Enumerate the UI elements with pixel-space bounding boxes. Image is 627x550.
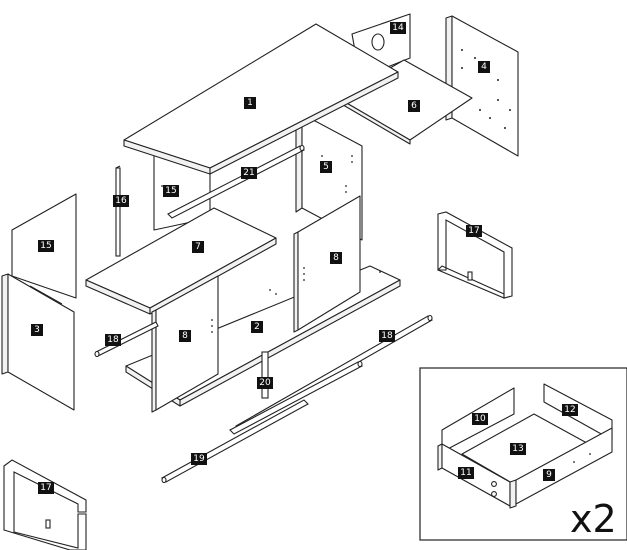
svg-text:3: 3 bbox=[34, 325, 40, 335]
svg-text:16: 16 bbox=[115, 196, 127, 206]
svg-text:19: 19 bbox=[193, 454, 205, 464]
svg-text:1: 1 bbox=[247, 98, 253, 108]
tag-4: 4 bbox=[478, 61, 490, 73]
tag-5: 5 bbox=[320, 161, 332, 173]
tag-18-left: 18 bbox=[105, 334, 121, 346]
svg-text:17: 17 bbox=[40, 483, 51, 493]
svg-text:18: 18 bbox=[107, 335, 119, 345]
svg-text:18: 18 bbox=[381, 331, 393, 341]
part-18-left-rod bbox=[94, 321, 159, 358]
svg-text:11: 11 bbox=[460, 468, 471, 478]
svg-text:8: 8 bbox=[182, 331, 188, 341]
svg-text:17: 17 bbox=[468, 226, 479, 236]
svg-text:15: 15 bbox=[40, 241, 51, 251]
part-9-drawer-front bbox=[509, 427, 613, 509]
tag-1: 1 bbox=[244, 97, 256, 109]
tag-3: 3 bbox=[31, 324, 43, 336]
tag-15-left: 15 bbox=[38, 240, 54, 252]
svg-text:5: 5 bbox=[323, 162, 329, 172]
tag-19: 19 bbox=[191, 453, 207, 465]
svg-text:7: 7 bbox=[195, 242, 201, 252]
tag-17-right: 17 bbox=[466, 225, 482, 237]
part-17-left-frame bbox=[3, 459, 87, 550]
quantity-label: x2 bbox=[570, 497, 617, 541]
svg-text:9: 9 bbox=[546, 470, 552, 480]
tag-12: 12 bbox=[562, 404, 578, 416]
part-8-right-divider bbox=[293, 195, 361, 333]
part-8-left-divider bbox=[151, 275, 219, 413]
tag-7: 7 bbox=[192, 241, 204, 253]
tag-6: 6 bbox=[408, 100, 420, 112]
tag-9: 9 bbox=[543, 469, 555, 481]
tag-11: 11 bbox=[458, 467, 474, 479]
svg-text:4: 4 bbox=[481, 62, 487, 72]
tag-21: 21 bbox=[241, 167, 257, 179]
part-17-right-frame bbox=[437, 211, 513, 299]
svg-text:13: 13 bbox=[512, 444, 523, 454]
svg-text:8: 8 bbox=[333, 253, 339, 263]
tag-20: 20 bbox=[257, 377, 273, 389]
tag-18-right: 18 bbox=[379, 330, 395, 342]
part-16-vertical-rod bbox=[115, 165, 121, 257]
part-20-support-leg bbox=[261, 351, 269, 399]
part-7-middle-shelf bbox=[85, 207, 277, 315]
part-19-upper-rod bbox=[229, 360, 363, 435]
svg-text:21: 21 bbox=[243, 168, 254, 178]
part-4-right-side-panel bbox=[445, 15, 519, 157]
tag-16: 16 bbox=[113, 195, 129, 207]
svg-text:2: 2 bbox=[254, 322, 260, 332]
svg-text:20: 20 bbox=[259, 378, 271, 388]
svg-text:15: 15 bbox=[165, 186, 176, 196]
part-1-top-board bbox=[123, 23, 399, 175]
tag-17-left: 17 bbox=[38, 482, 54, 494]
tag-15-inner: 15 bbox=[163, 185, 179, 197]
tag-10: 10 bbox=[472, 413, 488, 425]
svg-text:6: 6 bbox=[411, 101, 417, 111]
tag-2: 2 bbox=[251, 321, 263, 333]
part-19-long-rod bbox=[161, 399, 309, 484]
svg-text:14: 14 bbox=[392, 23, 404, 33]
svg-text:10: 10 bbox=[474, 414, 486, 424]
svg-text:12: 12 bbox=[564, 405, 575, 415]
part-3-left-side-panel bbox=[1, 273, 75, 411]
tag-8-left: 8 bbox=[179, 330, 191, 342]
tag-13: 13 bbox=[510, 443, 526, 455]
tag-14: 14 bbox=[390, 22, 406, 34]
tag-8-right: 8 bbox=[330, 252, 342, 264]
